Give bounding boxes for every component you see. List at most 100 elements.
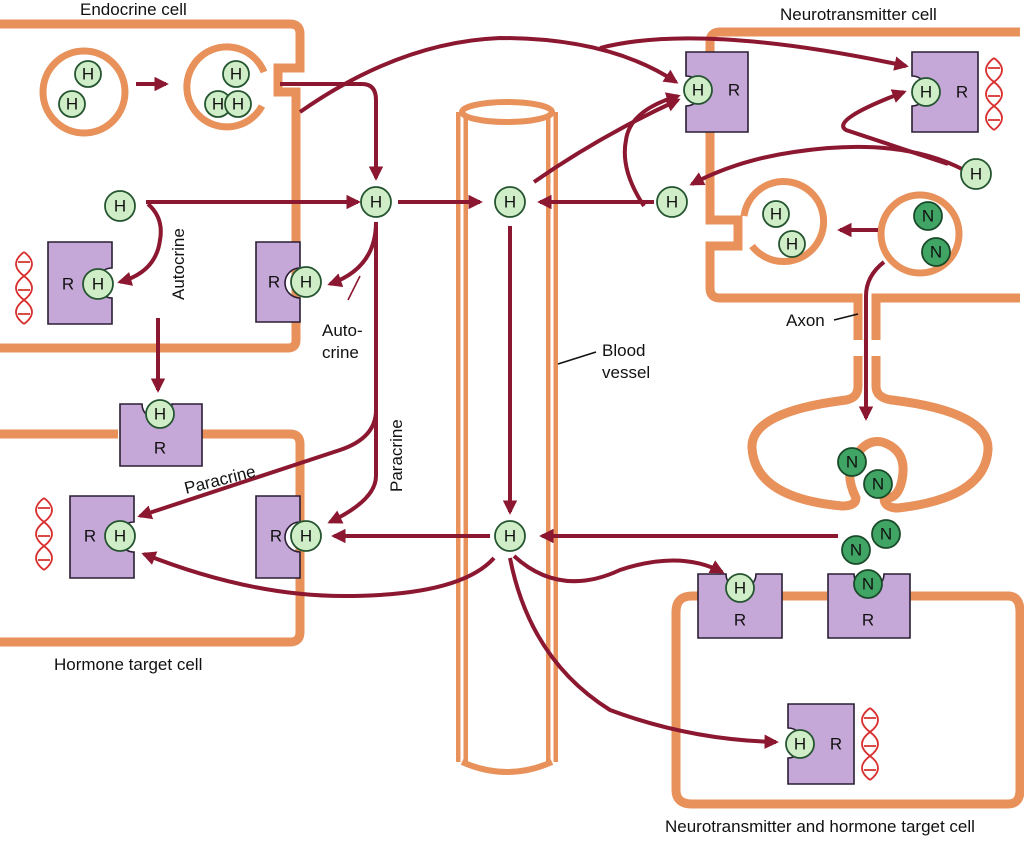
svg-text:H: H — [794, 735, 806, 754]
label-autocrine-vertical: Autocrine — [169, 228, 188, 300]
hormone-molecule: H — [104, 190, 136, 222]
svg-text:H: H — [504, 193, 516, 212]
arrow-vessel-to-target-left — [141, 551, 496, 599]
svg-text:H: H — [154, 405, 166, 424]
hormone-molecule: H — [494, 186, 526, 218]
svg-text:H: H — [114, 197, 126, 216]
hormone-molecule: H — [222, 60, 250, 88]
hormone-molecule: H — [58, 90, 86, 118]
neurotransmitter-molecule: N — [837, 447, 867, 477]
hormone-molecule: H — [145, 399, 175, 429]
dna-helix-neurotransmitter — [985, 57, 1003, 131]
svg-text:H: H — [66, 95, 78, 114]
receptor-label: R — [268, 273, 280, 292]
svg-text:H: H — [692, 81, 704, 100]
arrows — [117, 35, 965, 749]
leader-axon — [833, 313, 859, 321]
svg-text:H: H — [212, 95, 224, 114]
arrow-endocrine-to-neuro-receptor — [298, 35, 679, 114]
receptor-endocrine-membrane — [255, 241, 301, 323]
neurotransmitter-molecule: N — [921, 237, 951, 267]
svg-text:H: H — [232, 95, 244, 114]
hormone-molecule: H — [785, 729, 815, 759]
receptor-label: R — [830, 735, 842, 754]
leader-blood-vessel — [557, 351, 597, 365]
hormone-molecule: H — [104, 520, 136, 552]
svg-text:H: H — [770, 205, 782, 224]
hormone-molecule: H — [656, 186, 688, 218]
hormone-molecules: H H H H H H H H H H H H H H H H H H H H … — [58, 60, 992, 759]
hormone-molecule: H — [290, 520, 322, 552]
svg-text:H: H — [970, 165, 982, 184]
svg-text:H: H — [114, 527, 126, 546]
svg-text:H: H — [300, 273, 312, 292]
label-neurotransmitter-cell: Neurotransmitter cell — [780, 5, 937, 24]
label-nt-hormone-target-cell: Neurotransmitter and hormone target cell — [665, 817, 975, 836]
arrow-paracrine-right — [327, 232, 378, 524]
hormone-molecule: H — [74, 60, 102, 88]
hormone-molecule: H — [494, 520, 526, 552]
label-endocrine-cell: Endocrine cell — [80, 0, 187, 19]
arrow-autocrine-right — [327, 221, 378, 288]
receptor-label: R — [956, 83, 968, 102]
svg-text:N: N — [880, 525, 892, 544]
dna-helix-nt-target — [861, 707, 879, 781]
nt-hormone-target-cell-membrane — [671, 591, 1024, 809]
leader-autocrine — [347, 275, 361, 301]
hormone-molecule: H — [778, 230, 806, 258]
svg-text:N: N — [862, 575, 874, 594]
hormone-molecule: H — [762, 200, 790, 228]
receptor-label: R — [734, 611, 746, 630]
axon-terminal-membrane — [747, 356, 993, 513]
receptor-labels: R R R R R R R R R R — [62, 81, 968, 754]
svg-text:N: N — [872, 475, 884, 494]
arrow-autocrine-curve — [117, 202, 163, 286]
neurotransmitter-molecule: N — [871, 519, 901, 549]
hormone-molecule: H — [725, 573, 755, 603]
svg-text:H: H — [504, 527, 516, 546]
svg-text:H: H — [230, 65, 242, 84]
neurotransmitter-molecule: N — [913, 201, 943, 231]
receptor-label: R — [154, 439, 166, 458]
dna-helix-endocrine — [15, 251, 33, 325]
arrow-vessel-to-nt-receptor — [512, 554, 725, 584]
svg-text:N: N — [850, 541, 862, 560]
arrow-endocrine-to-neuro-receptor-2 — [599, 36, 909, 71]
label-blood-vessel-1: Blood — [602, 341, 645, 360]
svg-text:H: H — [734, 579, 746, 598]
receptor-hormone-target-right — [255, 495, 301, 579]
svg-text:H: H — [370, 193, 382, 212]
svg-text:H: H — [300, 527, 312, 546]
hormone-molecule: H — [960, 158, 992, 190]
receptor-label: R — [270, 527, 282, 546]
neurotransmitter-molecule: N — [841, 535, 871, 565]
label-paracrine-vertical: Paracrine — [387, 419, 406, 492]
arrow-neuro-h-left — [689, 144, 965, 186]
neurotransmitter-molecule: N — [863, 469, 893, 499]
label-blood-vessel-2: vessel — [602, 363, 650, 382]
svg-text:H: H — [82, 65, 94, 84]
svg-text:N: N — [922, 207, 934, 226]
receptor-label: R — [84, 527, 96, 546]
arrow-secretion-down — [280, 82, 384, 181]
arrow-axon-down — [858, 260, 886, 421]
arrow-paracrine-left — [137, 226, 378, 520]
arrow-vessel-to-neuro — [532, 98, 681, 184]
svg-text:H: H — [786, 235, 798, 254]
hormone-molecule: H — [683, 75, 713, 105]
hormone-molecule: H — [224, 90, 252, 118]
label-hormone-target-cell: Hormone target cell — [54, 655, 202, 674]
arrow-neuro-loop — [622, 92, 681, 208]
neurotransmitter-molecule: N — [853, 569, 883, 599]
arrow-vessel-to-nucleus-receptor — [508, 557, 779, 749]
svg-text:H: H — [666, 193, 678, 212]
receptor-label: R — [728, 81, 740, 100]
neurotransmitter-molecules: N N N N N N N — [837, 201, 951, 599]
label-autocrine-split-1: Auto- — [322, 321, 363, 340]
hormone-molecule: H — [911, 77, 941, 107]
svg-text:H: H — [920, 83, 932, 102]
hormone-molecule: H — [360, 186, 392, 218]
receptor-label: R — [862, 611, 874, 630]
